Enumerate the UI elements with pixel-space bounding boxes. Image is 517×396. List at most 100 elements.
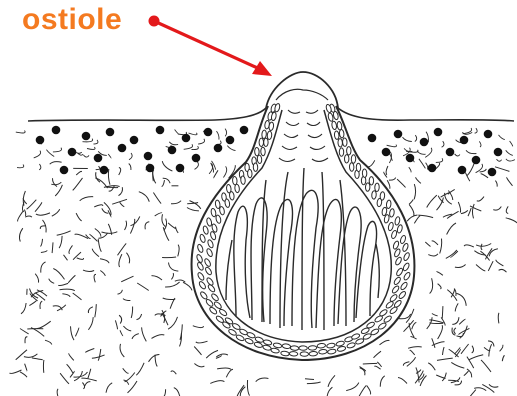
wall-cell <box>247 169 252 178</box>
texture-squiggle <box>346 383 359 391</box>
texture-squiggle <box>430 278 433 293</box>
texture-squiggle <box>53 148 62 152</box>
wall-cell <box>397 224 404 233</box>
texture-squiggle <box>442 306 443 318</box>
texture-squiggle <box>68 275 75 283</box>
wall-cell <box>351 155 356 163</box>
texture-squiggle <box>88 307 93 313</box>
texture-squiggle <box>100 271 105 276</box>
texture-squiggle <box>454 328 456 334</box>
texture-squiggle <box>120 344 124 357</box>
texture-squiggle <box>100 259 109 264</box>
texture-squiggle <box>436 163 440 169</box>
texture-squiggle <box>126 253 129 264</box>
texture-squiggle <box>210 381 224 384</box>
texture-squiggle <box>180 324 182 339</box>
texture-squiggle <box>52 209 60 216</box>
texture-squiggle <box>225 129 227 137</box>
wall-cell <box>253 163 258 172</box>
texture-squiggle <box>436 158 443 162</box>
texture-squiggle <box>455 154 460 156</box>
texture-squiggle <box>458 202 460 213</box>
texture-squiggle <box>120 330 123 335</box>
texture-squiggle <box>256 378 269 382</box>
spore-dot <box>168 146 177 155</box>
texture-squiggle <box>459 319 465 324</box>
spore-dot <box>226 136 235 145</box>
texture-squiggle <box>426 163 428 170</box>
texture-squiggle <box>124 380 129 385</box>
texture-squiggle <box>481 174 488 178</box>
texture-squiggle <box>223 166 226 177</box>
texture-squiggle <box>125 221 127 230</box>
texture-squiggle <box>106 383 112 393</box>
texture-squiggle <box>88 369 91 379</box>
texture-squiggle <box>139 192 150 202</box>
texture-squiggle <box>464 371 469 376</box>
texture-squiggle <box>472 204 474 218</box>
texture-squiggle <box>37 321 51 328</box>
texture-squiggle <box>168 317 177 329</box>
texture-squiggle <box>240 387 245 396</box>
texture-squiggle <box>29 301 36 306</box>
spore-dot <box>488 168 497 177</box>
texture-squiggle <box>39 164 41 170</box>
spore-dot <box>434 128 443 137</box>
wall-cell <box>334 131 339 140</box>
ostiole-arrow <box>149 16 273 77</box>
spore-dot <box>458 166 467 175</box>
texture-squiggle <box>367 385 371 394</box>
texture-squiggle <box>125 373 135 382</box>
texture-squiggle <box>129 153 132 160</box>
texture-squiggle <box>119 187 123 196</box>
texture-squiggle <box>57 389 60 396</box>
texture-squiggle <box>76 213 82 221</box>
wall-cell <box>356 163 361 172</box>
texture-squiggle <box>53 269 64 280</box>
spore-dot <box>428 164 437 173</box>
texture-squiggle <box>76 171 81 175</box>
texture-squiggle <box>461 210 468 213</box>
texture-squiggle <box>193 326 204 328</box>
texture-squiggle <box>162 214 165 226</box>
wall-cell <box>289 351 298 356</box>
texture-squiggle <box>404 320 414 331</box>
spore-dot <box>106 128 115 137</box>
texture-squiggle <box>189 133 198 135</box>
texture-squiggle <box>171 201 181 204</box>
wall-cell <box>369 177 373 185</box>
wall-cell <box>327 349 336 355</box>
spore-dot <box>94 154 103 163</box>
texture-squiggle <box>85 349 94 353</box>
texture-squiggle <box>442 373 446 381</box>
wall-cell <box>380 192 385 201</box>
wall-cell <box>264 138 268 146</box>
texture-squiggle <box>404 148 412 151</box>
texture-squiggle <box>363 363 377 364</box>
spore-dot <box>368 134 377 143</box>
texture-squiggle <box>499 269 507 272</box>
texture-squiggle <box>375 366 381 369</box>
texture-squiggle <box>137 283 149 291</box>
spore-dot <box>460 136 469 145</box>
texture-squiggle <box>495 181 497 187</box>
texture-squiggle <box>486 248 493 259</box>
texture-squiggle <box>142 327 147 341</box>
texture-squiggle <box>414 216 420 224</box>
texture-squiggle <box>452 317 459 324</box>
wall-cell <box>347 147 351 155</box>
texture-squiggle <box>488 261 493 271</box>
texture-squiggle <box>450 251 458 257</box>
spore-dot <box>472 156 481 165</box>
texture-squiggle <box>198 139 204 144</box>
spore-dot <box>52 126 61 135</box>
wall-cell <box>267 131 272 140</box>
texture-squiggle <box>429 323 443 324</box>
texture-squiggle <box>94 140 98 144</box>
spore-dot <box>146 164 155 173</box>
texture-squiggle <box>25 364 27 371</box>
texture-squiggle <box>479 141 481 147</box>
texture-squiggle <box>10 370 22 373</box>
texture-squiggle <box>455 303 458 311</box>
texture-squiggle <box>506 218 517 225</box>
